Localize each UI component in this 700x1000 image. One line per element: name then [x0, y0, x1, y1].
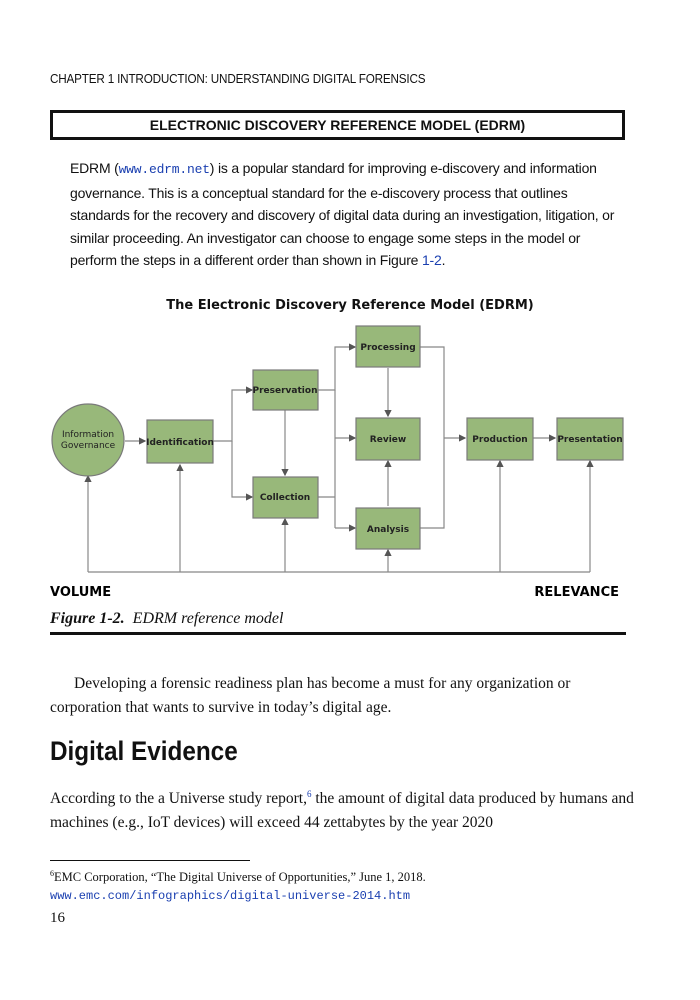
figure-title: The Electronic Discovery Reference Model…: [166, 298, 534, 313]
edrm-link[interactable]: www.edrm.net: [118, 162, 210, 177]
production-node: Production: [466, 417, 534, 461]
analysis-node: Analysis: [355, 507, 421, 550]
identification-node: Identification: [146, 419, 214, 464]
preservation-label: Preservation: [253, 386, 318, 396]
diagram-connectors: [84, 343, 594, 573]
section-heading: Digital Evidence: [50, 736, 238, 766]
presentation-node: Presentation: [556, 417, 624, 461]
figure-caption: Figure 1-2. EDRM reference model: [50, 610, 283, 628]
processing-label: Processing: [360, 343, 415, 353]
identification-label: Identification: [146, 438, 214, 448]
sidebar-body: EDRM (www.edrm.net) is a popular standar…: [70, 157, 615, 272]
relevance-label: RELEVANCE: [534, 585, 619, 600]
footnote-mark: 6: [50, 869, 54, 878]
collection-label: Collection: [260, 493, 310, 503]
collection-node: Collection: [252, 476, 319, 519]
presentation-label: Presentation: [557, 435, 622, 445]
body-paragraph-1: Developing a forensic readiness plan has…: [50, 672, 630, 720]
sidebar-text-middle: ) is a popular standard for improving e-…: [70, 160, 615, 268]
analysis-label: Analysis: [367, 525, 409, 535]
running-header: CHAPTER 1 INTRODUCTION: UNDERSTANDING DI…: [50, 71, 426, 86]
paragraph-2-end: the amount of digital data produced by h…: [50, 790, 634, 832]
paragraph-2-start: According to the a Universe study report…: [50, 790, 307, 808]
information-governance-node: Information Governance: [51, 403, 125, 477]
information-governance-label-2: Governance: [61, 441, 116, 451]
review-label: Review: [370, 435, 406, 445]
footnote: 6EMC Corporation, “The Digital Universe …: [50, 865, 630, 905]
footnote-text: EMC Corporation, “The Digital Universe o…: [54, 870, 426, 885]
paragraph-1-text: Developing a forensic readiness plan has…: [50, 675, 571, 716]
body-paragraph-2: According to the a Universe study report…: [50, 782, 640, 835]
volume-label: VOLUME: [50, 585, 111, 600]
caption-rule: [50, 632, 626, 635]
footnote-link[interactable]: www.emc.com/infographics/digital-univers…: [50, 889, 411, 904]
footnote-rule: [50, 860, 250, 861]
caption-text: EDRM reference model: [132, 610, 284, 627]
page-number: 16: [50, 910, 65, 926]
sidebar-text-end: .: [441, 252, 446, 268]
processing-node: Processing: [355, 325, 421, 368]
sidebar-text-start: EDRM (: [70, 160, 119, 176]
figure-reference-link[interactable]: 1-2: [421, 252, 442, 268]
caption-label: Figure 1-2.: [50, 610, 125, 627]
sidebar-title: ELECTRONIC DISCOVERY REFERENCE MODEL (ED…: [50, 110, 625, 140]
information-governance-label-1: Information: [62, 430, 114, 440]
production-label: Production: [472, 435, 527, 445]
preservation-node: Preservation: [252, 369, 319, 411]
review-node: Review: [355, 417, 421, 461]
footnote-ref[interactable]: 6: [306, 789, 312, 799]
